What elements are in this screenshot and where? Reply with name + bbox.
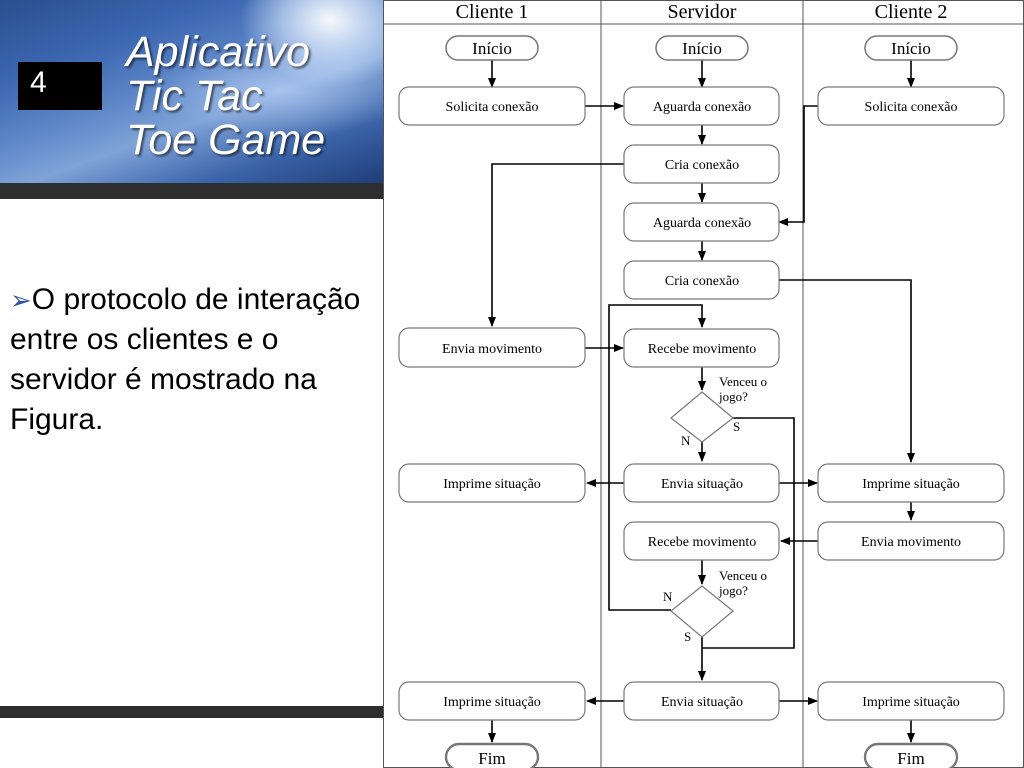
s-decision-1-node <box>670 391 734 443</box>
d2-no-label: N <box>663 589 673 604</box>
s-create-2-node <box>623 260 780 300</box>
c2-start-label: Início <box>891 39 931 58</box>
c1-request-label: Solicita conexão <box>446 100 539 115</box>
c1-print-1-node <box>398 463 586 503</box>
s-create-1-node <box>623 144 780 184</box>
s-decision-2-node <box>670 585 734 638</box>
flowchart: Cliente 1 Servidor Cliente 2 <box>383 0 1024 768</box>
c2-request-label: Solicita conexão <box>865 100 958 115</box>
arrow-bullet-icon: ➢ <box>10 285 32 315</box>
c1-start-node <box>445 35 539 61</box>
banner-divider <box>0 183 383 199</box>
c1-send-move-node <box>398 327 586 368</box>
c2-print-2-label: Imprime situação <box>862 695 960 710</box>
c1-send-move-label: Envia movimento <box>442 342 542 357</box>
title-line-3: Toe Game <box>126 116 326 164</box>
slide-number: 4 <box>30 66 47 99</box>
c2-end-node <box>863 742 959 768</box>
slide-left-panel: 4 Aplicativo Tic Tac Toe Game ➢O protoco… <box>0 0 383 768</box>
flow-arrows <box>488 60 915 743</box>
s-send-status-1-label: Envia situação <box>661 477 743 492</box>
bullet-item: ➢O protocolo de interação entre os clien… <box>10 280 370 440</box>
title-line-2: Tic Tac <box>126 72 263 120</box>
c1-print-2-node <box>398 681 586 721</box>
s-recv-2-label: Recebe movimento <box>648 535 756 550</box>
lane-title-servidor: Servidor <box>668 1 737 23</box>
s-send-status-2-node <box>623 681 780 721</box>
lane-title-cliente-2: Cliente 2 <box>875 1 948 23</box>
s-create-2-label: Cria conexão <box>665 274 739 289</box>
s-recv-1-node <box>623 328 780 368</box>
s-wait-2-node <box>623 202 780 242</box>
c2-print-2-node <box>817 681 1005 721</box>
footer-divider <box>0 706 383 718</box>
d1-no-label: N <box>681 433 691 448</box>
c1-print-2-label: Imprime situação <box>443 695 541 710</box>
lane-title-cliente-1: Cliente 1 <box>456 1 529 23</box>
c1-print-1-label: Imprime situação <box>443 477 541 492</box>
c1-end-label: Fim <box>478 749 505 768</box>
c2-print-1-node <box>817 463 1005 503</box>
c2-start-node <box>864 35 958 61</box>
s-send-status-1-node <box>623 463 780 503</box>
c2-request-node <box>817 86 1005 126</box>
c2-send-move-label: Envia movimento <box>861 535 961 550</box>
s-recv-2-node <box>623 521 780 561</box>
d2-yes-label: S <box>684 629 691 644</box>
c2-print-1-label: Imprime situação <box>862 477 960 492</box>
c1-request-node <box>398 86 586 126</box>
title-line-1: Aplicativo <box>126 28 311 76</box>
s-send-status-2-label: Envia situação <box>661 695 743 710</box>
c1-start-label: Início <box>472 39 512 58</box>
c2-end-label: Fim <box>897 749 924 768</box>
s-start-label: Início <box>682 39 722 58</box>
bullet-text: O protocolo de interação entre os client… <box>10 283 361 436</box>
s-start-node <box>655 35 749 61</box>
c2-send-move-node <box>817 521 1005 561</box>
slide-title: Aplicativo Tic Tac Toe Game <box>126 30 376 162</box>
s-wait-1-node <box>623 86 780 126</box>
d1-yes-label: S <box>733 419 740 434</box>
c1-end-node <box>444 742 540 768</box>
s-wait-1-label: Aguarda conexão <box>653 100 751 115</box>
s-create-1-label: Cria conexão <box>665 158 739 173</box>
s-recv-1-label: Recebe movimento <box>648 342 756 357</box>
s-wait-2-label: Aguarda conexão <box>653 216 751 231</box>
slide-number-box <box>18 62 102 110</box>
